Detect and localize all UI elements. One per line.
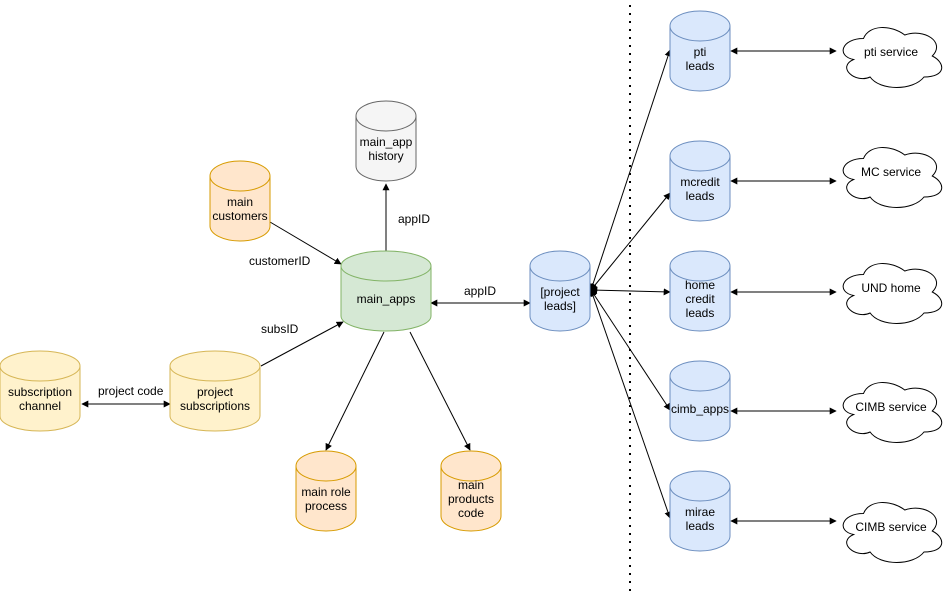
main-customers-label-line: main	[227, 195, 253, 209]
edge-project-leads-mirae	[589, 289, 672, 519]
mc-service-label-line: MC service	[861, 165, 921, 179]
database-icon	[0, 350, 81, 432]
mc-service-node[interactable]: MC service	[842, 147, 943, 208]
database-rim	[440, 465, 502, 482]
main-apps-node[interactable]: main_apps	[340, 250, 432, 332]
edge-apps-products-code	[409, 331, 471, 451]
edges-layer	[81, 47, 837, 525]
database-rim	[669, 485, 731, 502]
database-rim	[0, 365, 81, 382]
project-leads-label-line: [project	[540, 285, 580, 299]
cimb-service-2-label-line: CIMB service	[855, 520, 927, 534]
edge-label-customers-apps: customerID	[249, 254, 311, 268]
nodes-layer: main_apphistorymaincustomersmain_apps[pr…	[0, 10, 943, 563]
mcredit-leads-label-line: leads	[686, 189, 715, 203]
database-rim	[669, 375, 731, 392]
database-icon	[669, 470, 731, 552]
main-app-history-label-line: main_app	[360, 135, 413, 149]
home-credit-leads-label-line: leads	[686, 306, 715, 320]
database-rim	[169, 365, 261, 382]
subscription-channel-label-line: subscription	[8, 385, 72, 399]
mirae-leads-label-line: mirae	[685, 505, 715, 519]
database-icon	[440, 450, 502, 532]
database-icon	[669, 140, 731, 222]
edge-customers-apps	[269, 221, 342, 265]
database-icon	[209, 160, 271, 242]
database-rim	[340, 265, 432, 282]
home-credit-leads-label-line: home	[685, 278, 715, 292]
cloud-icon	[842, 147, 943, 208]
edge-project-leads-cimb-apps	[590, 289, 671, 411]
pti-leads-label-line: leads	[686, 59, 715, 73]
main-role-process-label-line: main role	[301, 485, 351, 499]
home-credit-leads-label-line: credit	[685, 292, 715, 306]
database-rim	[295, 465, 357, 482]
database-rim	[669, 155, 731, 172]
pti-leads-label-line: pti	[694, 45, 707, 59]
database-icon	[295, 450, 357, 532]
database-icon	[355, 100, 417, 182]
database-rim	[529, 265, 591, 282]
cloud-icon	[842, 502, 943, 563]
main-products-code-label-line: main	[458, 478, 484, 492]
pti-service-label-line: pti service	[864, 45, 918, 59]
und-home-label-line: UND home	[861, 281, 921, 295]
pti-service-node[interactable]: pti service	[842, 27, 943, 88]
main-role-process-label-line: process	[305, 499, 347, 513]
main-app-history-label-line: history	[368, 149, 403, 163]
database-icon	[529, 250, 591, 332]
edge-labels-layer: appID customerID subsID project code app…	[94, 210, 502, 398]
main-products-code-label-line: products	[448, 492, 494, 506]
database-icon	[669, 10, 731, 92]
edge-label-channel-subscriptions: project code	[98, 384, 164, 398]
database-icon	[340, 250, 432, 332]
cloud-icon	[842, 263, 943, 324]
edge-project-leads-mcredit	[590, 192, 671, 291]
edge-label-subscriptions-apps: subsID	[261, 322, 299, 336]
cimb-service-2-node[interactable]: CIMB service	[842, 502, 943, 563]
edge-subscriptions-apps	[260, 321, 344, 367]
main-customers-label-line: customers	[212, 209, 267, 223]
edge-label-apps-project-leads: appID	[464, 284, 496, 298]
cloud-icon	[842, 382, 943, 443]
main-apps-label-line: main_apps	[357, 292, 416, 306]
database-rim	[669, 25, 731, 42]
project-subscriptions-label-line: subscriptions	[180, 399, 250, 413]
edge-apps-role-process	[325, 331, 385, 451]
project-subscriptions-label-line: project	[197, 385, 234, 399]
cimb-service-1-label-line: CIMB service	[855, 400, 927, 414]
cloud-icon	[842, 27, 943, 88]
cimb-apps-label-line: cimb_apps	[671, 402, 729, 416]
database-icon	[669, 250, 731, 332]
database-rim	[209, 175, 271, 192]
mcredit-leads-label-line: mcredit	[680, 175, 720, 189]
database-icon	[669, 360, 731, 442]
edge-project-leads-home-credit	[590, 286, 671, 296]
database-icon	[169, 350, 261, 432]
project-leads-label-line: leads]	[544, 299, 576, 313]
cimb-service-1-node[interactable]: CIMB service	[842, 382, 943, 443]
und-home-node[interactable]: UND home	[842, 263, 943, 324]
mirae-leads-label-line: leads	[686, 519, 715, 533]
main-products-code-label-line: code	[458, 506, 484, 520]
database-rim	[355, 115, 417, 132]
database-rim	[669, 265, 731, 282]
subscription-channel-label-line: channel	[19, 399, 61, 413]
edge-label-apps-history: appID	[398, 212, 430, 226]
cimb-apps-node[interactable]: cimb_apps	[669, 360, 731, 442]
